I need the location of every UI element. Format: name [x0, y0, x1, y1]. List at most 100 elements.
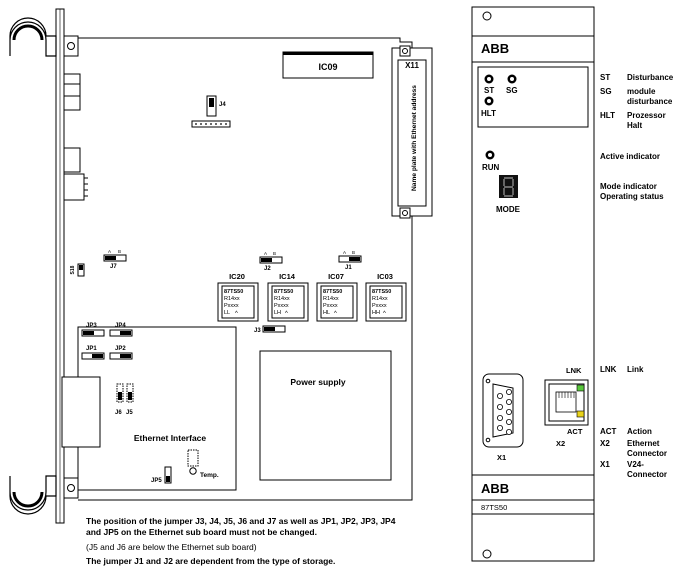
j3-label: J3	[254, 328, 261, 334]
chip-ic07-line-1: 87TS50	[323, 289, 342, 295]
jp1-label: JP1	[86, 346, 97, 352]
j5-label: J5	[126, 410, 133, 416]
svg-text:^: ^	[383, 311, 386, 317]
chip-ic14-line-3: Pxxxx	[274, 303, 289, 309]
note-line-2: and JP5 on the Ethernet sub board must n…	[86, 527, 317, 537]
lnk-led-icon	[576, 384, 585, 392]
legend-x2-key: X2	[600, 439, 610, 448]
chip-ic03-line-3: Pxxxx	[372, 303, 387, 309]
bottom-handle-icon	[9, 475, 57, 515]
mode-label: MODE	[496, 205, 521, 214]
run-label: RUN	[482, 163, 500, 172]
j7-b-label: B	[118, 249, 121, 254]
hlt-label: HLT	[481, 109, 496, 118]
chip-ic20: IC20 87TS50 R14xx Pxxxx LL ^	[217, 272, 259, 322]
chip-ic07-line-3: Pxxxx	[323, 303, 338, 309]
chip-ic14: IC14 87TS50 R14xx Pxxxx LH ^	[267, 272, 309, 322]
ethernet-interface-label: Ethernet Interface	[134, 433, 207, 443]
legend: ST Disturbance SG module disturbance HLT…	[600, 73, 674, 479]
sg-label: SG	[506, 86, 518, 95]
legend-mode-1: Mode indicator	[600, 182, 657, 191]
legend-mode-2: Operating status	[600, 192, 664, 201]
chip-ic03-line-4: HH	[372, 310, 380, 316]
note-line-1: The position of the jumper J3, J4, J5, J…	[86, 516, 396, 526]
chip-ic03-line-1: 87TS50	[372, 289, 391, 295]
chip-ic07-name: IC07	[328, 272, 344, 281]
legend-sg-key: SG	[600, 87, 612, 96]
legend-active: Active indicator	[600, 152, 660, 161]
j2-b-label: B	[273, 251, 276, 256]
legend-sg-desc-1: module	[627, 87, 656, 96]
ethernet-port-block	[61, 376, 101, 448]
x1-label: X1	[497, 453, 506, 462]
legend-lnk-desc: Link	[627, 365, 644, 374]
power-supply-block	[259, 350, 392, 481]
temp-sensor-icon	[189, 467, 197, 475]
legend-hlt-desc-1: Prozessor	[627, 111, 666, 120]
j1-b-label: B	[352, 250, 355, 255]
model-label: 87TS50	[481, 503, 507, 512]
note-line-3: (J5 and J6 are below the Ethernet sub bo…	[86, 542, 257, 552]
power-supply-label: Power supply	[290, 377, 346, 387]
svg-text:^: ^	[285, 311, 288, 317]
chip-ic20-line-1: 87TS50	[224, 289, 243, 295]
x2-label: X2	[556, 439, 565, 448]
panel-screw-bottom-icon	[482, 549, 492, 559]
ic09-chip	[282, 51, 374, 79]
chip-ic20-line-3: Pxxxx	[224, 303, 239, 309]
jp5-label: JP5	[151, 478, 162, 484]
jp3-label: JP3	[86, 323, 97, 329]
chip-ic03-name: IC03	[377, 272, 393, 281]
legend-x1-desc-1: V24-	[627, 460, 644, 469]
legend-act-desc: Action	[627, 427, 652, 436]
svg-text:^: ^	[235, 311, 238, 317]
nameplate-label: Name plate with Ethernet address	[411, 85, 418, 191]
j6-jumper	[116, 383, 124, 403]
st-label: ST	[484, 86, 494, 95]
chip-ic20-line-2: R14xx	[224, 296, 240, 302]
pcb-outline	[78, 37, 413, 501]
chip-ic07-line-4: HL	[323, 310, 330, 316]
legend-x1-desc-2: Connector	[627, 470, 667, 479]
j2-label: J2	[264, 266, 271, 272]
jp5-jumper	[164, 466, 172, 484]
j1-a-label: A	[343, 250, 346, 255]
chip-ic20-name: IC20	[229, 272, 245, 281]
jp2-label: JP2	[115, 346, 126, 352]
chip-ic14-line-2: R14xx	[274, 296, 290, 302]
jp4-label: JP4	[115, 323, 126, 329]
legend-lnk-key: LNK	[600, 365, 617, 374]
legend-hlt-key: HLT	[600, 111, 615, 120]
legend-x2-desc-1: Ethernet	[627, 439, 660, 448]
panel-screw-top-icon	[482, 11, 492, 21]
act-label: ACT	[567, 427, 583, 436]
top-handle-icon	[9, 17, 57, 57]
led-box	[477, 66, 589, 128]
act-led-icon	[576, 410, 585, 418]
chip-ic20-line-4: LL	[224, 310, 230, 316]
j5-jumper	[126, 383, 134, 403]
j7-a-label: A	[108, 249, 111, 254]
x11-label: X11	[405, 61, 419, 70]
chip-ic03: IC03 87TS50 R14xx Pxxxx HH ^	[365, 272, 407, 322]
temp-label: Temp.	[200, 472, 219, 479]
chip-ic14-name: IC14	[279, 272, 296, 281]
chip-ic14-line-4: LH	[274, 310, 281, 316]
legend-hlt-desc-2: Halt	[627, 121, 642, 130]
chip-ic03-line-2: R14xx	[372, 296, 388, 302]
s18-label: S18	[70, 265, 76, 274]
j1-label: J1	[345, 265, 352, 271]
temp-sensor-outline	[187, 449, 199, 467]
legend-st-desc: Disturbance	[627, 73, 674, 82]
j7-label: J7	[110, 264, 117, 270]
legend-x2-desc-2: Connector	[627, 449, 667, 458]
circuit-board: IC09 X11 Name plate with Ethernet addres…	[9, 8, 433, 524]
j4-label: J4	[219, 102, 226, 108]
chip-ic07-line-2: R14xx	[323, 296, 339, 302]
front-panel: ABB ST SG HLT RUN MODE LNK ACT X2	[471, 6, 595, 562]
svg-text:^: ^	[334, 311, 337, 317]
ic09-label: IC09	[318, 62, 337, 72]
lnk-label: LNK	[566, 366, 582, 375]
note-line-4: The jumper J1 and J2 are dependent from …	[86, 556, 336, 566]
